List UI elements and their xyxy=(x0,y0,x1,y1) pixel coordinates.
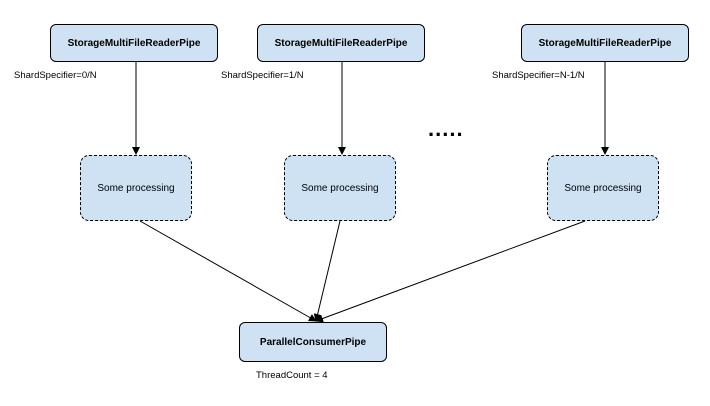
arrow-processing-0-to-consumer xyxy=(139,220,317,322)
processing-node-2[interactable]: Some processing xyxy=(547,155,659,221)
processing-node-1-label: Some processing xyxy=(301,182,379,194)
processing-node-0-label: Some processing xyxy=(97,182,175,194)
processing-node-0[interactable]: Some processing xyxy=(80,155,192,221)
reader-node-0[interactable]: StorageMultiFileReaderPipe xyxy=(50,24,218,62)
consumer-node-label: ParallelConsumerPipe xyxy=(259,336,367,348)
shard-label-1: ShardSpecifier=1/N xyxy=(221,70,304,81)
reader-node-2-label: StorageMultiFileReaderPipe xyxy=(538,37,672,49)
thread-count-label: ThreadCount = 4 xyxy=(256,370,328,381)
arrow-processing-2-to-consumer xyxy=(315,220,586,323)
reader-node-1-label: StorageMultiFileReaderPipe xyxy=(274,37,408,49)
arrow-processing-1-to-consumer xyxy=(313,220,341,322)
shard-label-2: ShardSpecifier=N-1/N xyxy=(492,70,585,81)
reader-node-0-label: StorageMultiFileReaderPipe xyxy=(67,37,201,49)
ellipsis-more-readers: ..... xyxy=(428,116,464,141)
shard-label-0: ShardSpecifier=0/N xyxy=(14,70,97,81)
processing-node-1[interactable]: Some processing xyxy=(284,155,396,221)
reader-node-1[interactable]: StorageMultiFileReaderPipe xyxy=(257,24,425,62)
reader-node-2[interactable]: StorageMultiFileReaderPipe xyxy=(521,24,689,62)
consumer-node[interactable]: ParallelConsumerPipe xyxy=(239,322,387,362)
processing-node-2-label: Some processing xyxy=(564,182,642,194)
